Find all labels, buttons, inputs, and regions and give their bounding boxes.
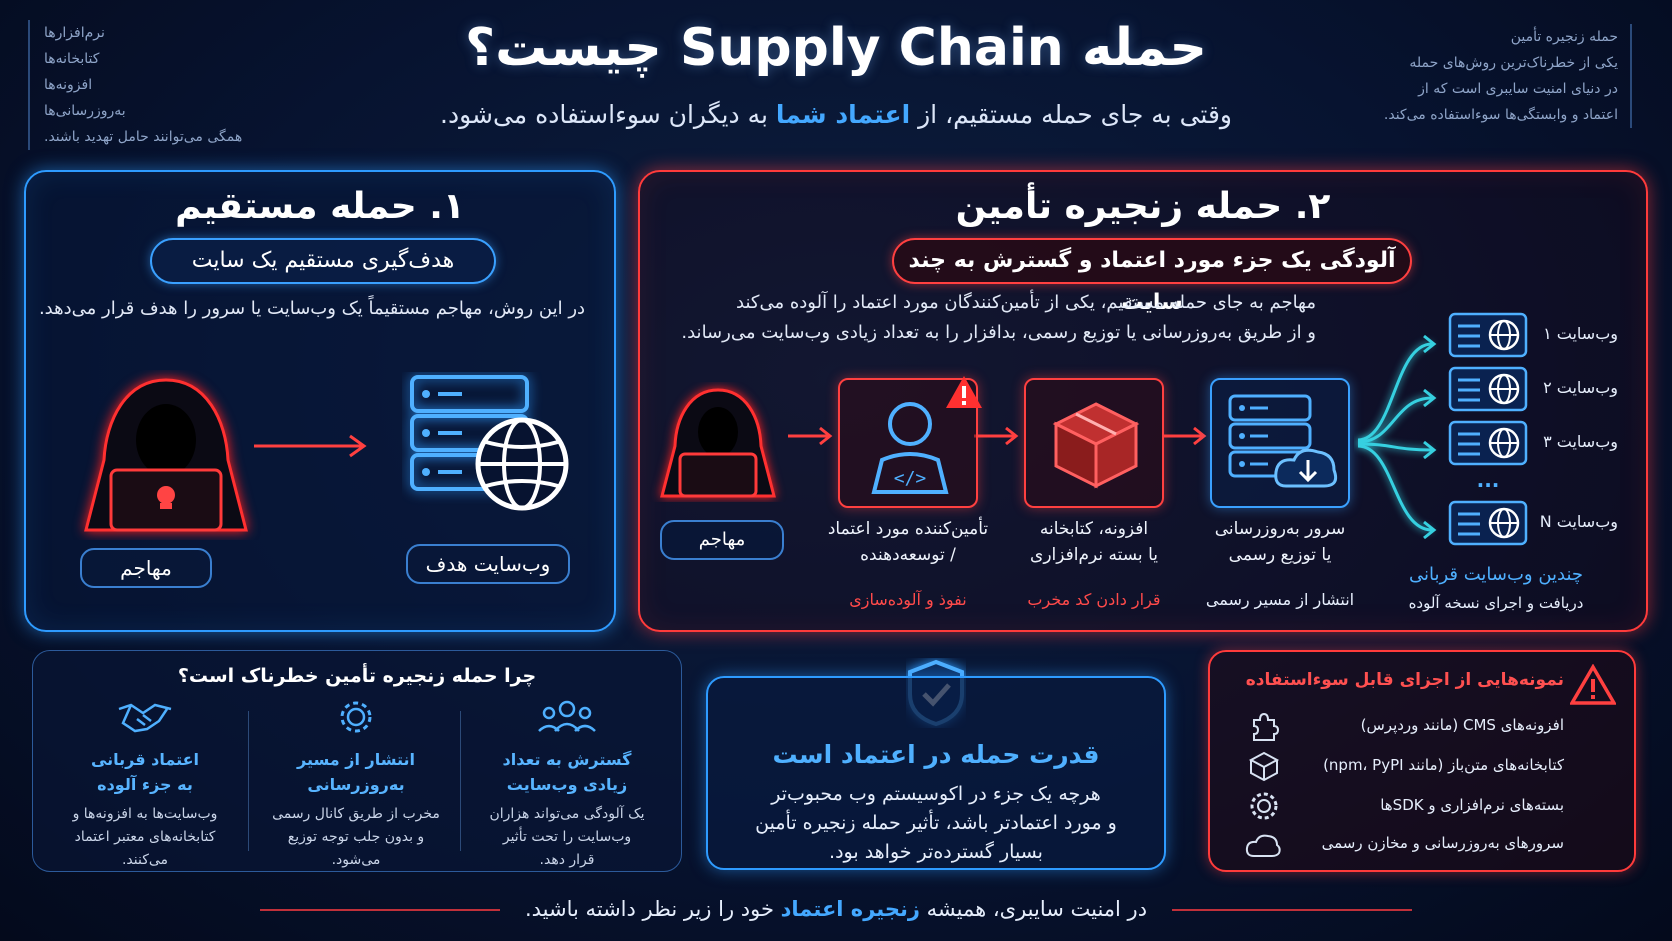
intro-note: حمله زنجیره تأمین یکی از خطرناک‌ترین روش…: [1384, 24, 1632, 128]
supplier-label: تأمین‌کننده مورد اعتماد/ توسعه‌دهنده: [827, 519, 989, 565]
example-item: بسته‌های نرم‌افزاری و SDKها: [1380, 796, 1564, 814]
gear-icon: [340, 701, 372, 733]
supply-chain-title: ۲. حمله زنجیره تأمین: [955, 186, 1331, 227]
direct-attack-title: ۱. حمله مستقیم: [175, 186, 465, 227]
supplier-step: </>: [838, 376, 982, 508]
threat-list-note: نرم‌افزارها کتابخانه‌ها افزونه‌ها به‌روز…: [28, 20, 242, 150]
server-globe-icon: [410, 375, 569, 511]
package-step: [1024, 378, 1164, 508]
site-label: وب‌سایت ۲: [1543, 378, 1618, 397]
supply-chain-pill: آلودگی یک جزء مورد اعتماد و گسترش به چند…: [892, 238, 1412, 315]
site-label: وب‌سایت ۱: [1543, 324, 1618, 343]
hacker-icon: [660, 388, 776, 498]
victims-subtitle: دریافت و اجرای نسخه آلوده: [1408, 594, 1584, 612]
website-server-icon: [1448, 312, 1528, 358]
why-dangerous-box: چرا حمله زنجیره تأمین خطرناک است؟ گسترش …: [32, 650, 682, 872]
site-label: وب‌سایت N: [1539, 512, 1618, 531]
update-server-step: [1210, 378, 1350, 508]
why-dangerous-title: چرا حمله زنجیره تأمین خطرناک است؟: [177, 665, 537, 687]
more-sites-ellipsis: ...: [1476, 468, 1500, 492]
victims-title: چندین وب‌سایت قربانی: [1408, 564, 1584, 585]
website-server-icon: [1448, 366, 1528, 412]
arrow-icon: [254, 434, 367, 458]
direct-target-label: وب‌سایت هدف: [406, 544, 570, 584]
footer-message: در امنیت سایبری، همیشه زنجیره اعتماد خود…: [524, 897, 1148, 921]
divider: [460, 711, 461, 851]
malicious-code-label: قرار دادن کد مخرب: [1027, 590, 1161, 609]
arrow-icon: [788, 426, 833, 446]
direct-attack-panel: ۱. حمله مستقیم هدف‌گیری مستقیم یک سایت د…: [24, 170, 616, 632]
arrow-icon: [974, 426, 1019, 446]
footer-line-left: [260, 909, 500, 911]
footer-line-right: [1172, 909, 1412, 911]
example-item: کتابخانه‌های متن‌باز (مانند npm، PyPI): [1323, 756, 1564, 774]
supply-chain-desc: مهاجم به جای حمله مستقیم، یکی از تأمین‌ک…: [681, 292, 1316, 343]
direct-attacker-label: مهاجم: [80, 548, 212, 588]
trust-power-box: قدرت حمله در اعتماد است هرچه یک جزء در ا…: [706, 676, 1166, 870]
developer-icon: </>: [871, 402, 949, 494]
distribution-arrows: [1357, 334, 1437, 540]
trust-power-title: قدرت حمله در اعتماد است: [772, 740, 1100, 769]
direct-attack-pill: هدف‌گیری مستقیم یک سایت: [150, 238, 496, 284]
hacker-icon: [84, 378, 248, 532]
direct-attack-desc: در این روش، مهاجم مستقیماً یک وب‌سایت یا…: [38, 298, 586, 319]
users-icon: [538, 700, 596, 732]
svg-text:</>: </>: [894, 468, 927, 489]
cube-icon: [1248, 751, 1280, 782]
example-item: سرورهای به‌روزرسانی و مخازن رسمی: [1321, 834, 1564, 852]
site-label: وب‌سایت ۳: [1543, 432, 1618, 451]
gear-icon: [1250, 792, 1278, 820]
warning-icon: [946, 376, 982, 408]
cloud-server-icon: [1228, 394, 1338, 488]
infiltration-label: نفوذ و آلوده‌سازی: [849, 590, 967, 609]
warning-icon: [1570, 664, 1616, 705]
page-title: حمله Supply Chain چیست؟: [465, 18, 1207, 78]
example-item: افزونه‌های CMS (مانند وردپرس): [1360, 716, 1564, 734]
supply-attacker-label: مهاجم: [660, 520, 784, 560]
trust-power-desc: هرچه یک جزء در اکوسیستم وب محبوب‌تر و مو…: [755, 783, 1117, 863]
examples-title: نمونه‌هایی از اجزای قابل سوءاستفاده: [1245, 670, 1564, 690]
handshake-icon: [118, 703, 172, 733]
supply-chain-panel: ۲. حمله زنجیره تأمین آلودگی یک جزء مورد …: [638, 170, 1648, 632]
arrow-icon: [1162, 426, 1207, 446]
website-server-icon: [1448, 500, 1528, 546]
examples-box: نمونه‌هایی از اجزای قابل سوءاستفاده افزو…: [1208, 650, 1636, 872]
divider: [248, 711, 249, 851]
official-distribution-label: انتشار از مسیر رسمی: [1205, 590, 1355, 609]
website-server-icon: [1448, 420, 1528, 466]
puzzle-icon: [1253, 712, 1280, 741]
page-subtitle: وقتی به جای حمله مستقیم، از اعتماد شما ب…: [440, 100, 1232, 129]
cloud-icon: [1245, 834, 1281, 857]
package-icon: [1052, 402, 1140, 489]
